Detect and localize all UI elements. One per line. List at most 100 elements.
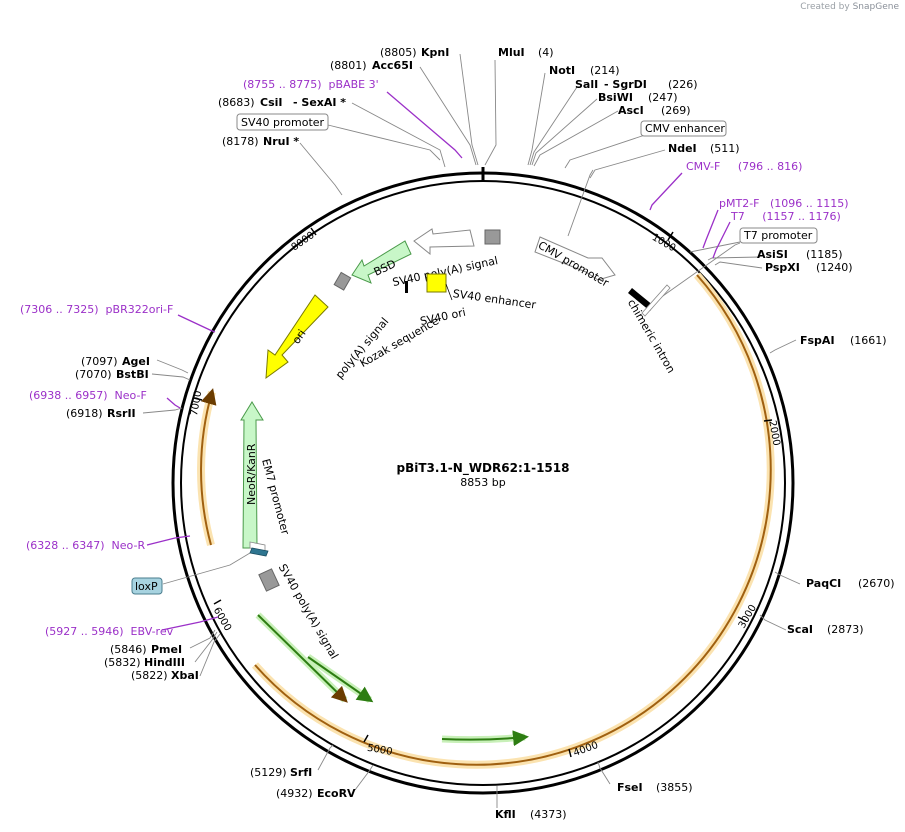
snapgene-credit: Created by SnapGene (800, 2, 899, 12)
site-kpni-pos: (8805) (380, 46, 417, 59)
site-paqci: PaqCI (806, 577, 841, 590)
loxp-label: loxP (135, 580, 158, 593)
site-kfli-pos: (4373) (530, 808, 567, 821)
tick-label-2000: 2000 (766, 420, 781, 447)
site-sali: SalI (575, 78, 598, 91)
loxp-box (131, 577, 163, 595)
neokan-label: NeoR/KanR (245, 443, 258, 505)
site-scai-pos: (2873) (827, 623, 864, 636)
t7-promoter-label: T7 promoter (743, 229, 813, 242)
credit-app: SnapGene (852, 2, 899, 12)
sv40-polya-1-arrow (413, 228, 475, 256)
sv40-polya-1-box (484, 229, 501, 245)
chimeric-intron-arrow (641, 284, 671, 317)
sv40-promoter-box (236, 113, 329, 131)
site-asci-pos: (269) (661, 104, 691, 117)
green-arrow-1 (257, 614, 348, 703)
tick-label-7000: 7000 (189, 390, 204, 417)
site-agei: AgeI (122, 355, 150, 368)
site-noti: NotI (549, 64, 575, 77)
site-nrui: NruI * (263, 135, 299, 148)
site-rsrii-pos: (6918) (66, 407, 103, 420)
credit-prefix: Created by (800, 2, 850, 12)
primer-cmv-f: CMV-F (796 .. 816) (686, 160, 802, 173)
loxp-mark (249, 547, 269, 557)
primer-t7: T7 (1157 .. 1176) (730, 210, 841, 223)
site-paqci-pos: (2670) (858, 577, 895, 590)
site-fsei: FseI (617, 781, 643, 794)
primer-pbr322ori-f: (7306 .. 7325) pBR322ori-F (20, 303, 173, 316)
tick-label-8000: 8000 (290, 230, 317, 254)
site-asisi-pos: (1185) (806, 248, 843, 261)
bsd-arrow (351, 240, 412, 284)
site-ndei: NdeI (668, 142, 697, 155)
site-srfi: SrfI (290, 766, 312, 779)
em7-label: EM7 promoter (259, 457, 292, 536)
cmv-promoter-arrow (534, 236, 616, 281)
polya-small-box (333, 271, 352, 291)
site-ecorv-pos: (4932) (276, 787, 313, 800)
site-asci: AscI (618, 104, 644, 117)
site-sgrdi: - SgrDI (604, 78, 647, 91)
site-ndei-pos: (511) (710, 142, 740, 155)
site-hindiii-pos: (5832) (104, 656, 141, 669)
plasmid-length: 8853 bp (460, 476, 505, 489)
primer-ebv-rev: (5927 .. 5946) EBV-rev (45, 625, 174, 638)
site-bstbi-pos: (7070) (75, 368, 112, 381)
kozak-mark (405, 281, 408, 293)
site-acc65i: Acc65I (372, 59, 413, 72)
site-xbai: XbaI (171, 669, 199, 682)
site-acc65i-pos: (8801) (330, 59, 367, 72)
ori-arrow (265, 294, 329, 380)
tick-marks (193, 227, 773, 758)
primer-pbabe3: (8755 .. 8775) pBABE 3' (243, 78, 379, 91)
site-pmei: PmeI (151, 643, 182, 656)
site-pmei-pos: (5846) (110, 643, 147, 656)
sv40-ori-box (426, 273, 447, 293)
primer-neo-r: (6328 .. 6347) Neo-R (26, 539, 145, 552)
site-sexai: - SexAI * (293, 96, 346, 109)
site-rsrii: RsrII (107, 407, 136, 420)
tick-label-1000: 1000 (650, 232, 678, 254)
primer-neo-f: (6938 .. 6957) Neo-F (29, 389, 147, 402)
site-kpni: KpnI (421, 46, 449, 59)
orf-arc (254, 274, 772, 766)
cmv-enhancer-box (640, 120, 727, 137)
tick-label-4000: 4000 (572, 740, 600, 759)
site-noti-pos: (214) (590, 64, 620, 77)
site-srfi-pos: (5129) (250, 766, 287, 779)
chimeric-intron-mark (628, 288, 654, 311)
site-pspxi-pos: (1240) (816, 261, 853, 274)
site-sgrdi-pos: (226) (668, 78, 698, 91)
t7-promoter-box (739, 227, 818, 244)
site-bsiwi: BsiWI (598, 91, 633, 104)
site-bstbi: BstBI (116, 368, 149, 381)
cmv-enhancer-label: CMV enhancer (645, 122, 725, 135)
sv40-enhancer-label: SV40 enhancer (452, 287, 537, 312)
site-fsei-pos: (3855) (656, 781, 693, 794)
sv40-ori-leader (445, 283, 453, 301)
sv40-polya-2-box (258, 568, 280, 592)
site-pspxi: PspXI (765, 261, 800, 274)
neokan-arrow (240, 401, 264, 549)
site-asisi: AsiSI (757, 248, 788, 261)
plasmid-name: pBiT3.1-N_WDR62:1-1518 (397, 461, 570, 476)
site-scai: ScaI (787, 623, 813, 636)
site-fspai: FspAI (800, 334, 835, 347)
neo-arc (200, 388, 217, 546)
primer-pmt2-f: pMT2-F (1096 .. 1115) (719, 197, 849, 210)
leader-lines (142, 53, 801, 808)
site-nrui-pos: (8178) (222, 135, 259, 148)
site-hindiii: HindIII (144, 656, 185, 669)
green-arrow-3 (441, 730, 529, 747)
site-mlui: MluI (498, 46, 525, 59)
site-mlui-pos: (4) (538, 46, 554, 59)
tick-label-5000: 5000 (366, 743, 393, 758)
sv40-promoter-label: SV40 promoter (241, 116, 325, 129)
site-fspai-pos: (1661) (850, 334, 887, 347)
site-xbai-pos: (5822) (131, 669, 168, 682)
site-agei-pos: (7097) (81, 355, 118, 368)
green-arrow-2 (307, 656, 374, 703)
site-ecorv: EcoRV (317, 787, 356, 800)
